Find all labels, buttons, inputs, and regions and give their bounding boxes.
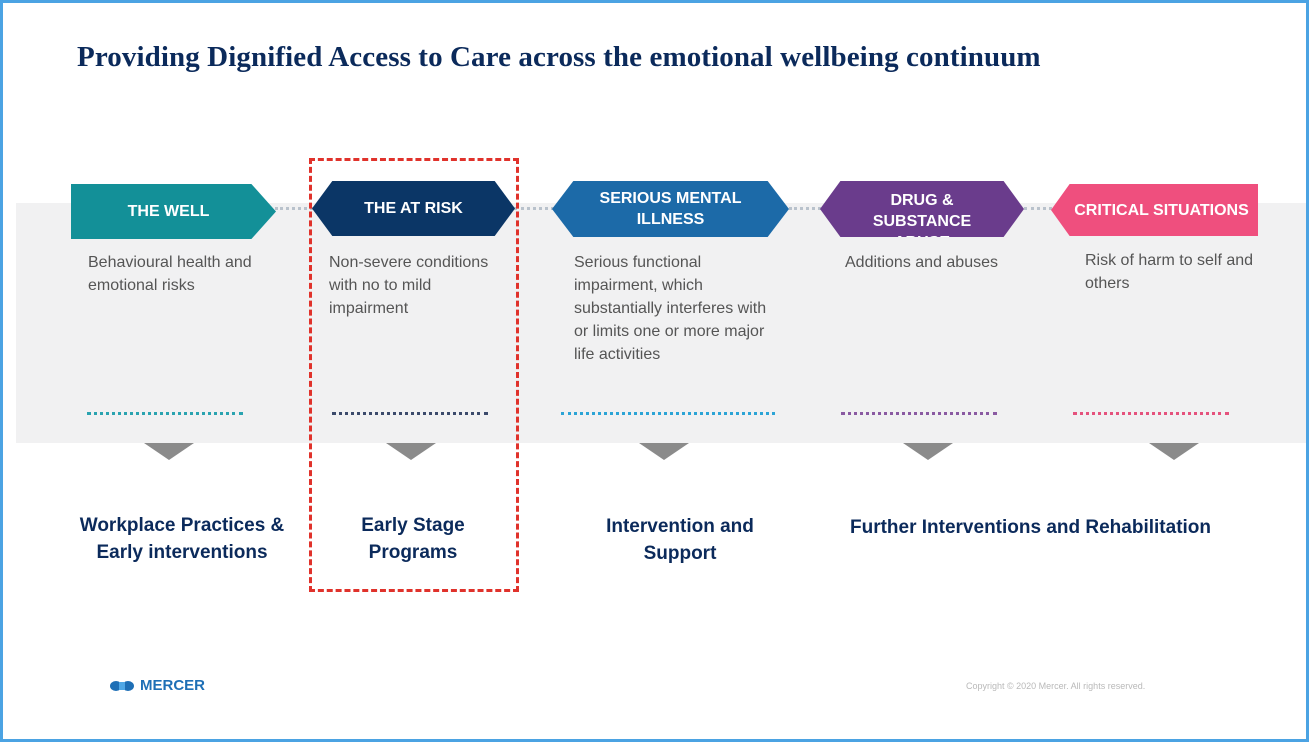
connector-2 (514, 207, 554, 210)
intervention-label: Further Interventions and Rehabilitation (849, 517, 1212, 538)
down-arrow-icon (1149, 443, 1199, 460)
connector-4 (1024, 207, 1052, 210)
intervention-label: Early Stage Programs (361, 515, 465, 563)
connector-1 (275, 207, 313, 210)
connector-3 (789, 207, 821, 210)
stage-badge-critical-situations: CRITICAL SITUATIONS (1051, 184, 1258, 236)
stage-description: Non-severe conditions with no to mild im… (329, 254, 489, 317)
down-arrow-icon (639, 443, 689, 460)
continuum-band (16, 203, 1306, 443)
intervention-label: Intervention and Support (606, 516, 754, 564)
stage-dotted-divider (87, 412, 243, 415)
stage-badge-serious-mental-illness: SERIOUS MENTAL ILLNESS (552, 181, 789, 237)
stage-dotted-divider (1073, 412, 1229, 415)
mercer-logo-icon (110, 680, 134, 691)
copyright-text: Copyright © 2020 Mercer. All rights rese… (966, 681, 1146, 691)
stage-dotted-divider (332, 412, 488, 415)
stage-badge-the-at-risk: THE AT RISK (312, 181, 515, 236)
intervention-label: Workplace Practices & Early intervention… (79, 515, 285, 563)
down-arrow-icon (144, 443, 194, 460)
down-arrow-icon (386, 443, 436, 460)
stage-description: Serious functional impairment, which sub… (574, 254, 767, 363)
mercer-logo: MERCER (110, 677, 205, 694)
stage-label: SERIOUS MENTAL ILLNESS (599, 190, 742, 228)
down-arrow-icon (903, 443, 953, 460)
slide-title: Providing Dignified Access to Care acros… (77, 41, 1041, 73)
stage-label: DRUG & SUBSTANCE ABUSE (872, 191, 972, 238)
stage-badge-the-well: THE WELL (71, 184, 276, 239)
stage-description: Behavioural health and emotional risks (88, 254, 252, 294)
stage-label: CRITICAL SITUATIONS (1074, 201, 1249, 219)
stage-dotted-divider (841, 412, 997, 415)
stage-description: Additions and abuses (845, 254, 998, 271)
stage-label: THE AT RISK (364, 200, 463, 217)
stage-badge-drug-substance-abuse: DRUG & SUBSTANCE ABUSE (820, 181, 1024, 237)
highlight-box (309, 158, 519, 592)
logo-text: MERCER (140, 677, 206, 694)
stage-dotted-divider (561, 412, 775, 415)
stage-description: Risk of harm to self and others (1085, 252, 1254, 292)
stage-label: THE WELL (127, 203, 210, 220)
